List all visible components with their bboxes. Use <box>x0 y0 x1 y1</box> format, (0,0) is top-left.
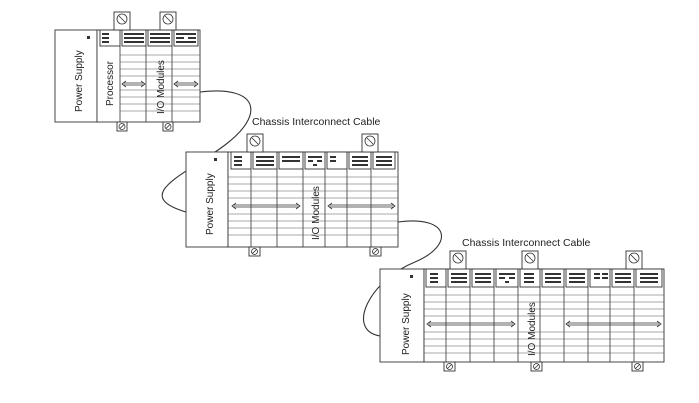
double-arrow-icon <box>565 320 662 328</box>
top-connector-icon <box>521 250 539 270</box>
module-ribs <box>120 54 200 112</box>
chassis-interconnect-cable-2 <box>362 220 442 337</box>
ground-screw-icon <box>116 121 128 132</box>
ground-screw-icon <box>443 361 456 372</box>
io-modules-label: I/O Modules <box>527 302 538 356</box>
power-supply-module <box>54 29 98 123</box>
indicator-led-icon <box>410 275 413 278</box>
power-supply-label: Power Supply <box>401 293 412 355</box>
chassis-2: Power Supply <box>185 133 399 257</box>
terminal-block-icon <box>430 273 658 283</box>
indicator-led-icon <box>87 36 90 39</box>
top-connector-icon <box>625 250 643 270</box>
top-connector-icon <box>159 11 177 31</box>
power-supply-module <box>379 268 425 363</box>
ground-screw-icon <box>530 361 543 372</box>
double-arrow-icon <box>327 202 396 210</box>
cable-2-label: Chassis Interconnect Cable <box>462 237 591 249</box>
top-connector-icon <box>361 133 379 153</box>
terminal-block-icon <box>102 33 196 43</box>
module-ribs <box>228 176 398 236</box>
power-supply-label: Power Supply <box>74 50 85 112</box>
top-connector-icon <box>113 11 131 31</box>
power-supply-module <box>185 151 229 248</box>
io-modules-label: I/O Modules <box>156 60 167 114</box>
chassis-interconnect-cable-1 <box>161 90 252 213</box>
chassis-1: Power Supply <box>54 11 201 132</box>
chassis-3: Power Supply <box>379 250 665 372</box>
terminal-block-icon <box>234 156 392 166</box>
processor-label: Processor <box>105 60 116 106</box>
power-supply-label: Power Supply <box>205 173 216 235</box>
double-arrow-icon <box>426 320 516 328</box>
io-modules-label: I/O Modules <box>311 186 322 240</box>
ground-screw-icon <box>369 246 382 257</box>
indicator-led-icon <box>214 158 217 161</box>
ground-screw-icon <box>248 246 261 257</box>
cable-1-label: Chassis Interconnect Cable <box>252 116 381 128</box>
double-arrow-icon <box>173 80 199 88</box>
ground-screw-icon <box>162 121 174 132</box>
module-ribs <box>424 294 664 354</box>
double-arrow-icon <box>231 202 301 210</box>
double-arrow-icon <box>121 80 146 88</box>
top-connector-icon <box>449 250 467 270</box>
ground-screw-icon <box>631 361 644 372</box>
top-connector-icon <box>246 133 264 153</box>
